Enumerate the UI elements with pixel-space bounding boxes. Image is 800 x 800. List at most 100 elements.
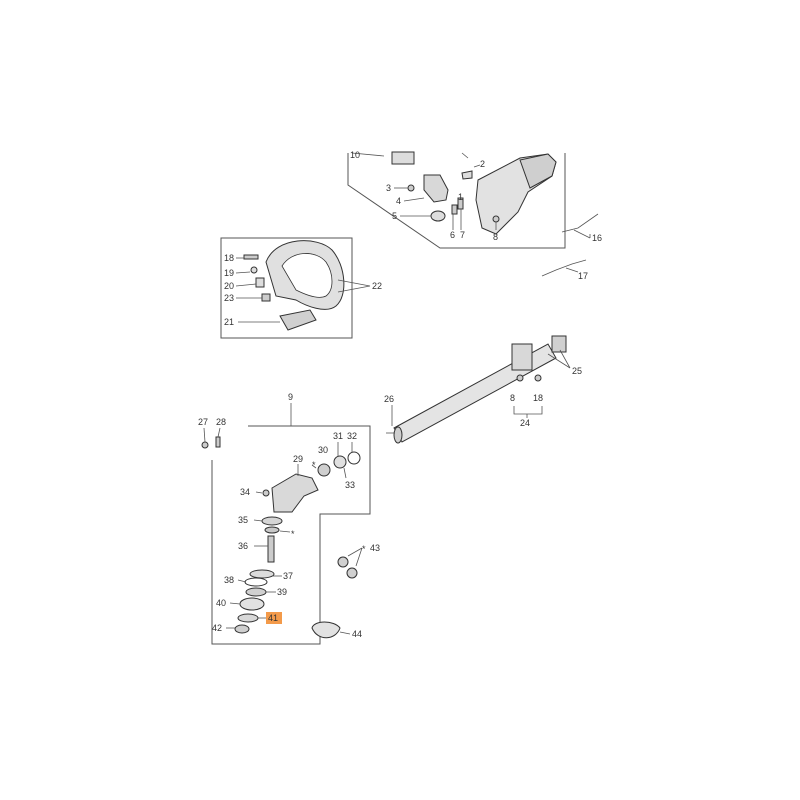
- leader: [351, 152, 385, 157]
- bearing-30-part: [317, 463, 331, 477]
- leader: [237, 579, 247, 583]
- label-22: 22: [372, 281, 382, 291]
- highlight-41: [266, 612, 282, 624]
- leader: [311, 464, 317, 469]
- cable-17-part: [541, 259, 587, 277]
- clip-5-part: [430, 210, 446, 222]
- star-mark-1: *: [312, 460, 316, 470]
- loop-handle-group: 18 19 20 23 21 22: [220, 237, 382, 339]
- label-23: 23: [224, 293, 234, 303]
- spacer-37-part: [249, 569, 275, 579]
- handle-group-frame: [347, 153, 566, 249]
- bolt-43a-part: [337, 556, 349, 568]
- label-41: 41: [268, 613, 278, 623]
- label-20: 20: [224, 281, 234, 291]
- screw-8-part: [492, 215, 500, 223]
- leader: [339, 631, 351, 635]
- label-17: 17: [578, 271, 588, 281]
- label-1: 1: [458, 192, 463, 202]
- label-18-shaft: 18: [533, 393, 543, 403]
- leader: [235, 271, 251, 274]
- spring-2-part: [461, 170, 473, 180]
- circlip-32-part: [347, 451, 361, 465]
- label-3: 3: [386, 183, 391, 193]
- label-7: 7: [460, 230, 465, 240]
- label-39: 39: [277, 587, 287, 597]
- cup-40-part: [239, 597, 265, 611]
- spacer-20-part: [255, 277, 265, 288]
- leader: [229, 602, 241, 605]
- leader: [403, 197, 425, 202]
- leader: [337, 279, 371, 293]
- guard-44-part: [311, 621, 341, 639]
- label-31: 31: [333, 431, 343, 441]
- label-44: 44: [352, 629, 362, 639]
- washer-41-part: [237, 613, 259, 623]
- label-28: 28: [216, 417, 226, 427]
- label-42: 42: [212, 623, 222, 633]
- gearbox-frame: [211, 425, 371, 645]
- gearbox-group: 9 27 28 30 31 32 * 29 33 34: [198, 392, 371, 645]
- label-36: 36: [238, 541, 248, 551]
- star-mark-3: *: [362, 544, 366, 554]
- label-8: 8: [493, 232, 498, 242]
- nut-23-part: [261, 293, 271, 302]
- screw-27-part: [201, 441, 209, 449]
- shaft-cap-25-part: [551, 335, 567, 353]
- pin-6-part: [451, 204, 458, 215]
- shaft-group: 26 25 8 18 24: [384, 335, 582, 444]
- bearing-31-part: [333, 455, 347, 469]
- label-27: 27: [198, 417, 208, 427]
- leader: [473, 164, 481, 168]
- pin-7-part: [457, 197, 464, 210]
- leader: [217, 427, 221, 438]
- handle-grip-part: [519, 153, 557, 189]
- spindle-36-part: [267, 535, 275, 563]
- label-9: 9: [288, 392, 293, 402]
- leader: [343, 467, 347, 479]
- handle-group: 10 2 3 1 4 5 6 7 8: [347, 150, 566, 249]
- switch-part: [423, 174, 449, 203]
- label-18: 18: [224, 253, 234, 263]
- screw-34-part: [262, 489, 270, 497]
- screw-8-shaft-part: [516, 374, 524, 382]
- star-mark-2: *: [291, 529, 295, 539]
- label-37: 37: [283, 571, 293, 581]
- washer-19-part: [250, 266, 258, 274]
- bearing-35b-part: [264, 526, 280, 534]
- leader: [547, 349, 571, 369]
- label-21: 21: [224, 317, 234, 327]
- label-25: 25: [572, 366, 582, 376]
- label-4: 4: [396, 196, 401, 206]
- ring-38-part: [244, 577, 268, 587]
- label-29: 29: [293, 454, 303, 464]
- label-10: 10: [350, 150, 360, 160]
- label-33: 33: [345, 480, 355, 490]
- leader: [279, 530, 291, 533]
- cable-16-part: [561, 213, 599, 239]
- bearing-35-part: [261, 516, 283, 526]
- loop-handle-inner: [281, 253, 333, 298]
- leader: [203, 427, 206, 443]
- leader: [253, 519, 263, 522]
- loop-handle-frame: [220, 237, 353, 339]
- top-part-10: [391, 151, 415, 165]
- label-8-shaft: 8: [510, 393, 515, 403]
- shaft-clamp-part: [511, 343, 533, 371]
- label-30: 30: [318, 445, 328, 455]
- leader: [513, 406, 543, 415]
- label-6: 6: [450, 230, 455, 240]
- shaft-end-part: [393, 426, 403, 444]
- nut-42-part: [234, 624, 250, 634]
- label-24: 24: [520, 418, 530, 428]
- bolt-28-part: [215, 436, 221, 448]
- leader: [255, 491, 263, 494]
- clamp-21-part: [279, 309, 317, 331]
- leader: [461, 152, 469, 159]
- label-16: 16: [592, 233, 602, 243]
- label-26: 26: [384, 394, 394, 404]
- label-19: 19: [224, 268, 234, 278]
- leader: [235, 283, 257, 287]
- label-32: 32: [347, 431, 357, 441]
